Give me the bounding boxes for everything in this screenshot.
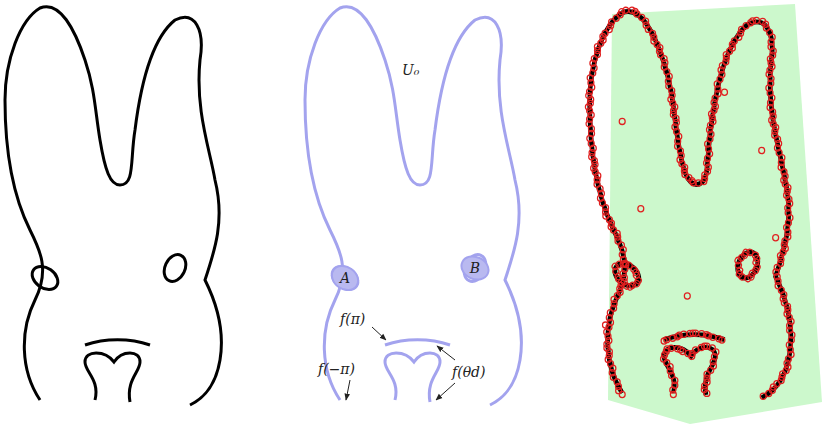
- sample-point: [623, 7, 629, 13]
- sample-point: [704, 390, 710, 396]
- sample-point: [778, 260, 784, 266]
- sample-point: [613, 15, 619, 21]
- sample-point: [611, 262, 619, 271]
- annotation-label: f(π): [340, 311, 365, 327]
- sample-point: [766, 390, 772, 396]
- sample-point: [669, 92, 675, 98]
- bunny-outline: [5, 7, 221, 405]
- sample-point: [783, 367, 789, 373]
- sample-point: [706, 127, 712, 133]
- sample-point: [672, 104, 678, 110]
- sample-point: [602, 322, 608, 328]
- sample-point: [722, 89, 728, 95]
- sample-point: [709, 345, 715, 351]
- region-ellipse: A: [329, 265, 361, 291]
- sample-point: [711, 107, 717, 113]
- sample-point: [614, 230, 620, 236]
- sample-point: [753, 263, 761, 271]
- sample-point: [606, 26, 612, 32]
- sample-point: [775, 136, 781, 142]
- sample-point: [611, 296, 617, 302]
- sample-point: [667, 364, 673, 370]
- sample-point: [664, 360, 670, 366]
- sample-point: [678, 152, 684, 158]
- sample-point: [650, 30, 656, 36]
- sample-point: [711, 99, 717, 105]
- annotation-label: f(θd): [452, 364, 486, 380]
- sample-point: [668, 345, 674, 351]
- sample-point: [619, 118, 625, 124]
- sample-point: [782, 173, 788, 179]
- sample-point: [780, 296, 786, 302]
- sample-point: [682, 171, 688, 177]
- sample-point: [594, 44, 600, 50]
- bunny-outline-blue: [305, 7, 521, 405]
- sample-point: [719, 63, 725, 69]
- sample-point: [693, 330, 699, 336]
- sample-point: [587, 108, 593, 114]
- sample-point: [760, 393, 766, 399]
- sample-point: [664, 337, 670, 343]
- sample-point: [770, 113, 776, 119]
- region-ellipse: B: [459, 255, 491, 281]
- sample-point: [753, 17, 759, 23]
- sample-point: [591, 165, 597, 171]
- sample-point: [781, 169, 787, 175]
- leader-arrows: [346, 327, 455, 400]
- sample-point: [785, 356, 791, 362]
- sample-point: [638, 206, 644, 212]
- bunny-outline-thick: [590, 11, 791, 397]
- sample-point: [693, 347, 699, 353]
- sample-point: [710, 334, 716, 340]
- sample-point: [606, 217, 612, 223]
- region-label: B: [470, 260, 480, 276]
- sample-point: [759, 147, 765, 153]
- sample-points: [585, 7, 795, 399]
- annotation-label: U₀: [402, 62, 419, 78]
- sample-point: [712, 103, 718, 109]
- sample-point: [773, 235, 779, 241]
- sample-point: [625, 261, 633, 270]
- sample-point: [592, 169, 598, 175]
- sample-point: [781, 300, 787, 306]
- sample-point: [634, 276, 642, 285]
- sample-point: [681, 331, 687, 337]
- sample-point: [621, 259, 629, 268]
- sample-point: [684, 293, 690, 299]
- sample-point: [658, 52, 664, 58]
- sample-point: [719, 337, 725, 343]
- sample-point: [591, 56, 597, 62]
- annotation-label: f(−π): [318, 361, 355, 377]
- region-label: A: [340, 270, 350, 286]
- sample-point: [781, 177, 787, 183]
- sample-point: [769, 117, 775, 123]
- sample-point: [605, 356, 611, 362]
- sample-point: [619, 391, 625, 397]
